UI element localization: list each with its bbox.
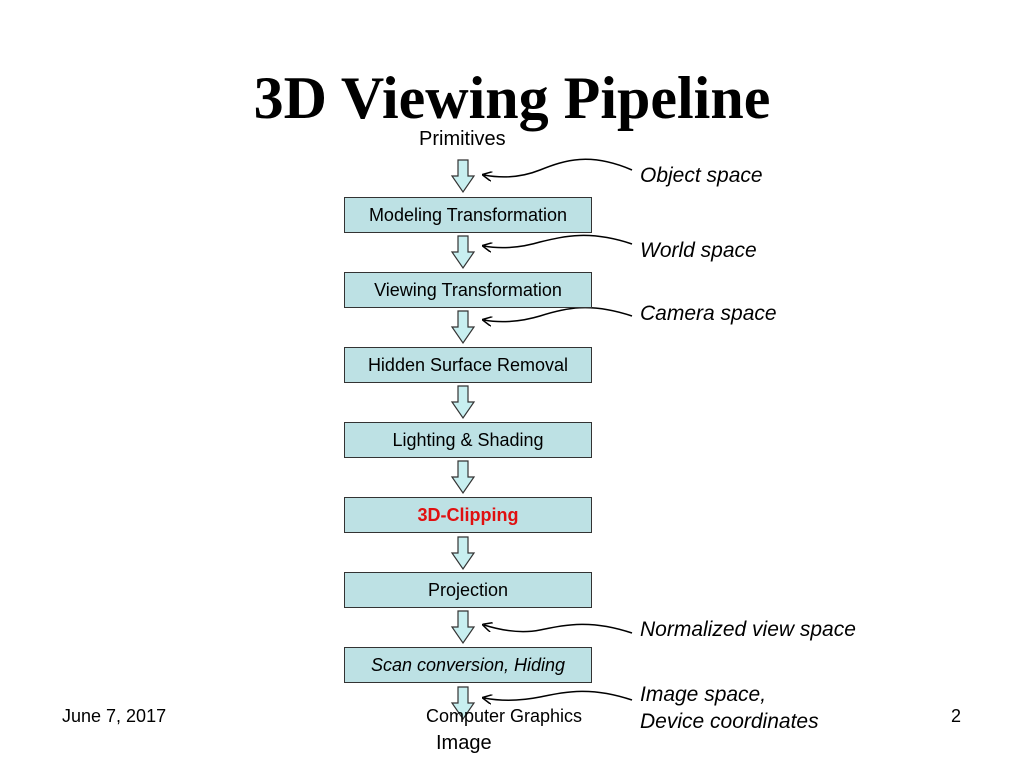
down-arrow-icon-8 xyxy=(450,686,476,721)
footer-course: Computer Graphics xyxy=(426,706,583,726)
input-label-primitives: Primitives xyxy=(419,128,506,150)
annotation-device-coordinates: Device coordinates xyxy=(640,710,819,733)
slide-title: 3D Viewing Pipeline xyxy=(253,65,771,131)
annotation-camera-space: Camera space xyxy=(640,302,777,325)
stage-hidden-surface-removal: Hidden Surface Removal xyxy=(344,347,592,383)
output-label-image: Image xyxy=(436,732,492,754)
stage-viewing-transformation: Viewing Transformation xyxy=(344,272,592,308)
down-arrow-icon-6 xyxy=(450,536,476,571)
footer-page-number: 2 xyxy=(951,706,962,726)
pointer-camera-space xyxy=(484,306,633,322)
stage-modeling-transformation: Modeling Transformation xyxy=(344,197,592,233)
pointer-object-space xyxy=(484,158,633,177)
down-arrow-icon-3 xyxy=(450,310,476,345)
annotation-normalized-view-space: Normalized view space xyxy=(640,618,856,641)
down-arrow-icon-5 xyxy=(450,460,476,495)
pointer-normalized-view-space xyxy=(484,624,633,634)
stage-projection: Projection xyxy=(344,572,592,608)
stage-3d-clipping: 3D-Clipping xyxy=(344,497,592,533)
down-arrow-icon-1 xyxy=(450,159,476,194)
annotation-world-space: World space xyxy=(640,239,757,262)
down-arrow-icon-2 xyxy=(450,235,476,270)
pointer-image-space xyxy=(484,690,633,700)
down-arrow-icon-4 xyxy=(450,385,476,420)
annotation-image-space: Image space, xyxy=(640,683,767,706)
stage-scan-conversion: Scan conversion, Hiding xyxy=(344,647,592,683)
footer-date: June 7, 2017 xyxy=(62,706,167,726)
annotation-object-space: Object space xyxy=(640,164,763,187)
pointer-world-space xyxy=(484,234,633,247)
stage-lighting-shading: Lighting & Shading xyxy=(344,422,592,458)
down-arrow-icon-7 xyxy=(450,610,476,645)
